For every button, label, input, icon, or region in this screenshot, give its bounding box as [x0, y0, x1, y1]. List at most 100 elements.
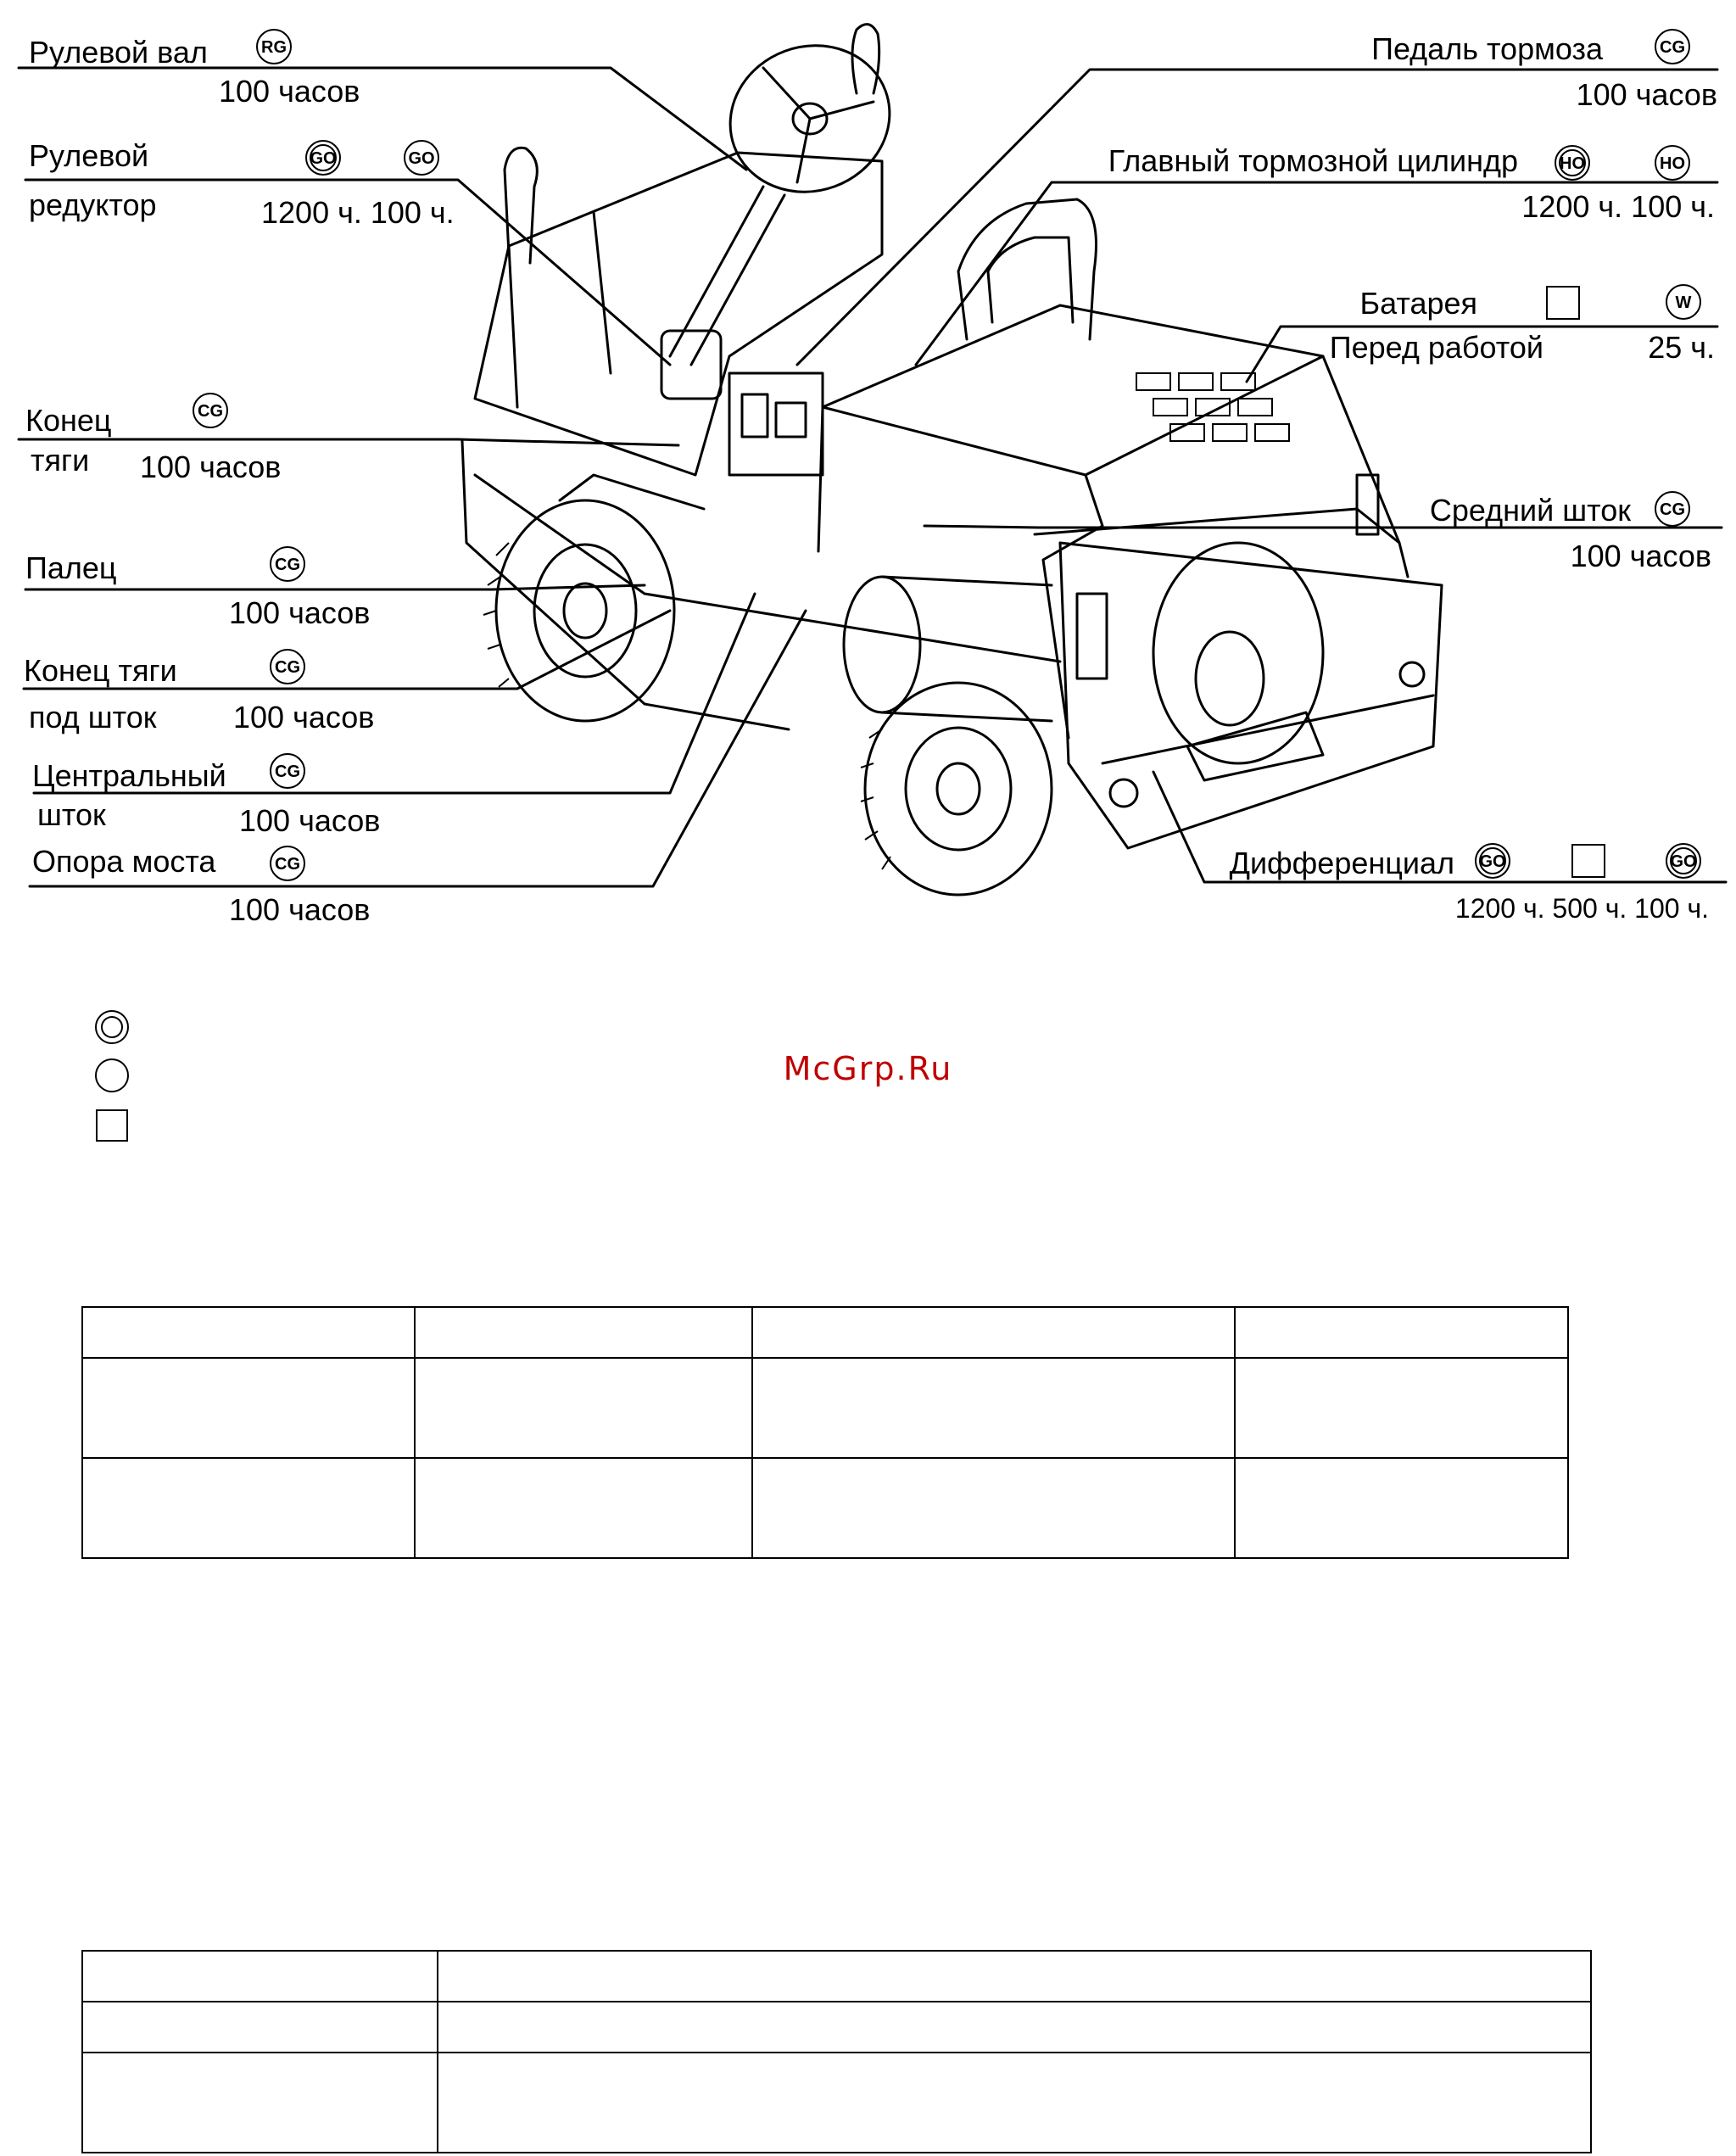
steering-shaft-interval: 100 часов	[219, 74, 360, 109]
svg-text:GO: GO	[408, 149, 434, 168]
table-cell	[1234, 1306, 1569, 1359]
callout-battery: Батарея W Перед работой 25 ч.	[1330, 284, 1715, 365]
svg-text:CG: CG	[1660, 38, 1685, 57]
svg-text:HO: HO	[1560, 154, 1585, 173]
table-cell	[414, 1457, 753, 1559]
legend-square-icon	[96, 1109, 128, 1142]
table-cell	[751, 1357, 1236, 1459]
svg-text:GO: GO	[310, 149, 336, 168]
tie-rod-end-badge: CG	[193, 393, 228, 428]
legend-table	[81, 1950, 1592, 2153]
differential-badge-1: GO	[1475, 843, 1510, 879]
legend-double-circle-icon	[95, 1010, 129, 1044]
callout-rod-end-under-shaft: Конец тяги под шток CG 100 часов	[24, 649, 374, 734]
pin-interval: 100 часов	[229, 595, 370, 630]
center-rod-label: Центральный	[32, 758, 226, 793]
steering-gear-badge-1: GO	[305, 140, 341, 176]
rod-end-under-shaft-interval: 100 часов	[233, 700, 374, 734]
steering-gear-interval: 1200 ч. 100 ч.	[261, 195, 455, 230]
table-row	[81, 1306, 1569, 1359]
steering-shaft-badge: RG	[256, 29, 292, 64]
brake-pedal-interval: 100 часов	[1577, 77, 1717, 112]
middle-rod-label: Средний шток	[1430, 493, 1631, 528]
table-row	[81, 1950, 1592, 2002]
table-cell	[437, 2052, 1592, 2153]
table-cell	[1234, 1457, 1569, 1559]
callout-steering-shaft: Рулевой вал RG 100 часов	[29, 29, 360, 109]
battery-square-icon	[1546, 286, 1580, 320]
differential-square-icon	[1571, 844, 1605, 878]
table-row	[81, 2052, 1592, 2153]
tie-rod-end-interval: 100 часов	[140, 450, 281, 484]
tie-rod-end-label-2: тяги	[31, 443, 89, 478]
svg-text:HO: HO	[1660, 154, 1685, 173]
table-cell	[81, 1950, 438, 2002]
center-rod-badge: CG	[270, 753, 305, 789]
svg-text:CG: CG	[198, 402, 223, 421]
center-rod-label-2: шток	[37, 797, 106, 832]
differential-badge-2: GO	[1666, 843, 1701, 879]
svg-text:CG: CG	[275, 658, 300, 677]
brake-pedal-label: Педаль тормоза	[1371, 31, 1604, 66]
table-cell	[414, 1306, 753, 1359]
table-cell	[1234, 1357, 1569, 1459]
callout-tie-rod-end: Конец тяги CG 100 часов	[25, 393, 281, 484]
master-cylinder-badge-1: HO	[1555, 145, 1590, 181]
table-cell	[81, 1306, 416, 1359]
tie-rod-end-label: Конец	[25, 403, 112, 438]
table-cell	[437, 2001, 1592, 2053]
table-cell	[751, 1306, 1236, 1359]
battery-interval-before-work: Перед работой	[1330, 330, 1543, 365]
brake-pedal-badge: CG	[1655, 29, 1690, 64]
svg-text:RG: RG	[261, 38, 287, 57]
table-cell	[437, 1950, 1592, 2002]
legend-circle-icon	[95, 1058, 129, 1092]
watermark: McGrp.Ru	[783, 1050, 953, 1087]
differential-label: Дифференциал	[1230, 846, 1454, 880]
svg-text:CG: CG	[1660, 500, 1685, 519]
table-row	[81, 1457, 1569, 1559]
steering-gear-label: Рулевой	[29, 138, 148, 173]
master-cylinder-label: Главный тормозной цилиндр	[1108, 143, 1518, 178]
rod-end-under-shaft-badge: CG	[270, 649, 305, 684]
table-cell	[414, 1357, 753, 1459]
axle-support-interval: 100 часов	[229, 892, 370, 927]
table-cell	[81, 2001, 438, 2053]
steering-gear-label-2: редуктор	[29, 187, 157, 222]
table-cell	[81, 1457, 416, 1559]
svg-text:GO: GO	[1479, 852, 1505, 871]
center-rod-interval: 100 часов	[239, 803, 380, 838]
table-row	[81, 2001, 1592, 2053]
callout-brake-pedal: Педаль тормоза CG 100 часов	[1371, 29, 1717, 112]
svg-text:CG: CG	[275, 762, 300, 781]
callout-master-cylinder: Главный тормозной цилиндр HO HO 1200 ч. …	[1108, 143, 1715, 224]
callout-pin: Палец CG 100 часов	[25, 546, 370, 630]
table-cell	[81, 1357, 416, 1459]
callout-axle-support: Опора моста CG 100 часов	[32, 844, 370, 927]
table-cell	[81, 2052, 438, 2153]
svg-text:W: W	[1676, 293, 1692, 312]
pin-label: Палец	[25, 550, 117, 585]
battery-interval-hours: 25 ч.	[1648, 330, 1715, 365]
rod-end-under-shaft-label: Конец тяги	[24, 653, 177, 688]
callout-differential: Дифференциал GO GO 1200 ч. 500 ч. 100 ч.	[1230, 843, 1709, 924]
battery-badge: W	[1666, 284, 1701, 320]
callout-center-rod: Центральный шток CG 100 часов	[32, 753, 380, 838]
battery-label: Батарея	[1360, 286, 1478, 321]
table-row	[81, 1357, 1569, 1459]
vehicle-illustration	[461, 23, 1443, 896]
steering-shaft-label: Рулевой вал	[29, 35, 208, 70]
steering-gear-badge-2: GO	[404, 140, 439, 176]
master-cylinder-interval: 1200 ч. 100 ч.	[1521, 189, 1715, 224]
middle-rod-badge: CG	[1655, 491, 1690, 527]
axle-support-badge: CG	[270, 846, 305, 881]
middle-rod-interval: 100 часов	[1571, 539, 1711, 573]
table-cell	[751, 1457, 1236, 1559]
leader-lines	[17, 66, 1728, 888]
differential-interval: 1200 ч. 500 ч. 100 ч.	[1455, 893, 1709, 924]
rod-end-under-shaft-label-2: под шток	[29, 700, 157, 734]
callout-middle-rod: Средний шток CG 100 часов	[1430, 491, 1711, 573]
callout-steering-gear: Рулевой редуктор GO GO 1200 ч. 100 ч.	[29, 138, 455, 230]
svg-text:GO: GO	[1670, 852, 1696, 871]
axle-support-label: Опора моста	[32, 844, 216, 879]
